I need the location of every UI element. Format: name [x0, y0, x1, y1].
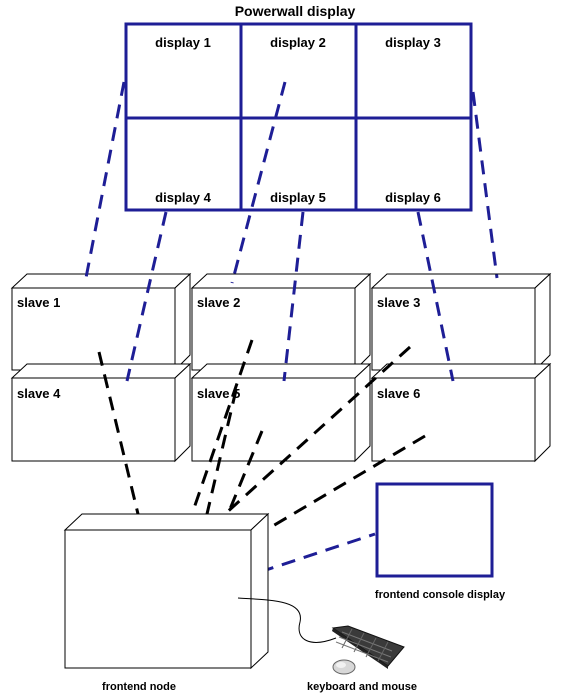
link-slave-5-display-5: [282, 211, 305, 382]
link-slave-6-display-6: [416, 211, 455, 382]
net-link-slave-5b: [226, 430, 264, 515]
display-4-label: display 4: [155, 190, 211, 205]
link-slave-2-display-2: [230, 81, 287, 284]
slave-boxes: slave 1 slave 2 slave 3 slave 4: [10, 272, 552, 463]
frontend-node-label: frontend node: [102, 681, 176, 693]
frontend-node: frontend node: [63, 512, 270, 693]
keyboard-cable: [237, 597, 337, 643]
link-slave-1-display-1: [83, 81, 126, 284]
net-link-slave-2: [190, 339, 254, 515]
slave-2-box: slave 2: [190, 272, 372, 372]
link-frontend-console: [259, 532, 376, 574]
diagram-title: Powerwall display: [235, 3, 356, 19]
slave-1-label: slave 1: [17, 295, 60, 310]
slave-3-box: slave 3: [370, 272, 552, 372]
display-links: [83, 81, 499, 574]
network-links: [97, 339, 426, 532]
display-6-label: display 6: [385, 190, 441, 205]
powerwall-display: display 1 display 2 display 3 display 4 …: [124, 22, 473, 212]
slave-4-box: slave 4: [10, 362, 192, 463]
display-5-label: display 5: [270, 190, 326, 205]
net-link-slave-1: [97, 351, 140, 515]
slave-2-label: slave 2: [197, 295, 240, 310]
net-link-slave-6: [265, 434, 426, 532]
slave-6-label: slave 6: [377, 386, 420, 401]
slave-5-label: slave 5: [197, 386, 240, 401]
frontend-console-display: frontend console display: [375, 482, 506, 601]
link-slave-4-display-4: [125, 211, 168, 382]
slave-5-box: slave 5: [190, 362, 372, 463]
link-slave-3-display-3: [471, 91, 499, 279]
slave-6-box: slave 6: [370, 362, 552, 463]
mouse-icon: [332, 659, 356, 675]
console-display-frame: [375, 482, 494, 578]
console-display-label: frontend console display: [375, 589, 506, 601]
keyboard-mouse-label: keyboard and mouse: [307, 681, 417, 693]
display-3-label: display 3: [385, 35, 441, 50]
slave-4-label: slave 4: [17, 386, 61, 401]
keyboard-icon: [331, 625, 405, 669]
slave-3-label: slave 3: [377, 295, 420, 310]
net-link-slave-3: [223, 345, 412, 516]
display-1-label: display 1: [155, 35, 211, 50]
slave-1-box: slave 1: [10, 272, 192, 372]
display-2-label: display 2: [270, 35, 326, 50]
